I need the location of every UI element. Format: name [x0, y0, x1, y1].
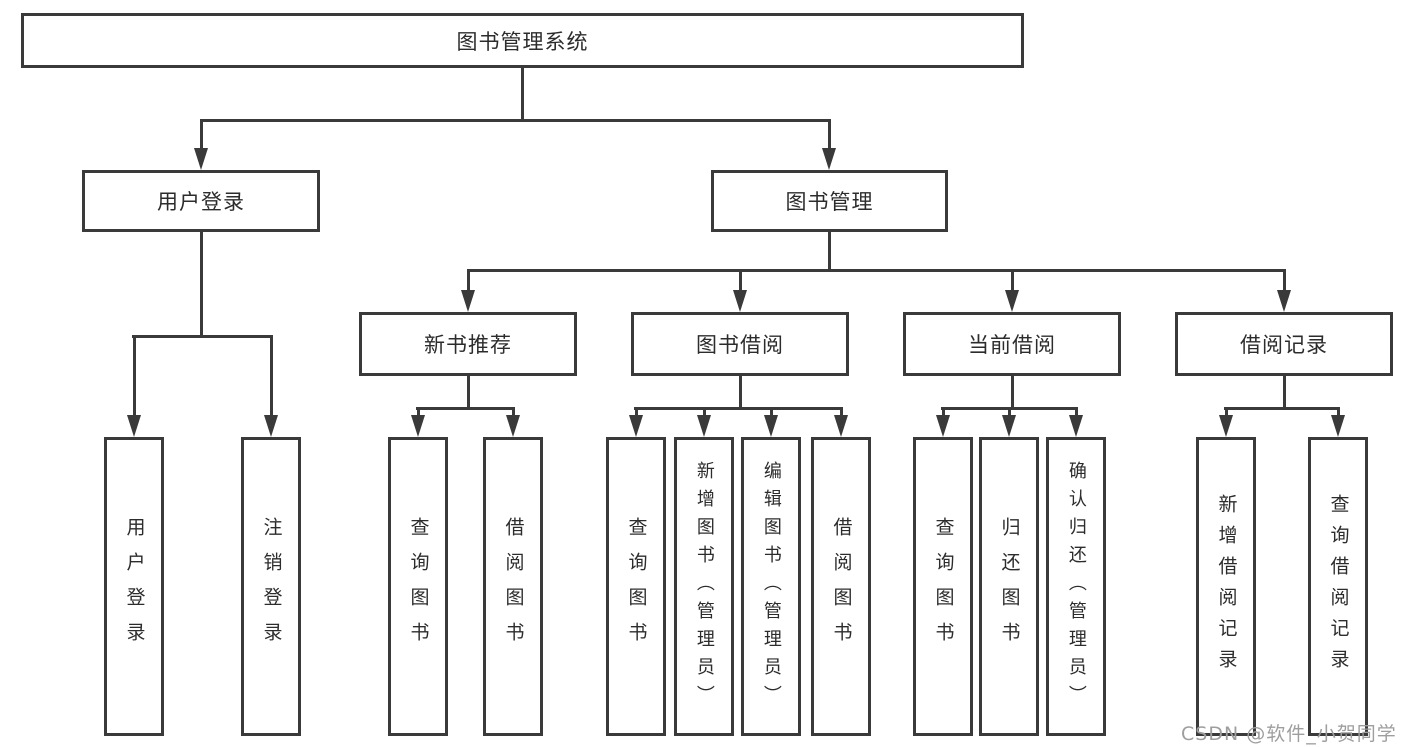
connector-stem-borrow-records — [1283, 374, 1286, 409]
leaf-add-borrow-record: 新增借阅记录 — [1196, 437, 1256, 736]
node-label: 图书管理 — [785, 190, 874, 214]
arrow-shaft — [200, 119, 203, 155]
leaf-label: 查询借阅记录 — [1327, 493, 1350, 680]
arrow-shaft — [703, 407, 706, 422]
arrow-shaft — [512, 407, 515, 422]
node-label: 图书管理系统 — [456, 29, 589, 54]
leaf-label: 查询图书 — [932, 516, 955, 657]
connector-branch-borrow-records — [1224, 407, 1340, 410]
leaf-borrow-books: 借阅图书 — [483, 437, 543, 736]
node-label: 用户登录 — [157, 190, 245, 214]
leaf-label: 归还图书 — [998, 516, 1021, 657]
arrow-down-icon — [822, 148, 836, 170]
arrow-shaft — [942, 407, 945, 422]
node-borrow-records: 借阅记录 — [1175, 312, 1393, 376]
arrow-down-icon — [936, 415, 950, 437]
leaf-label: 新增借阅记录 — [1215, 493, 1238, 680]
arrow-shaft — [1225, 407, 1228, 422]
connector-stem-book-management — [828, 230, 831, 271]
leaf-label: 查询图书 — [407, 516, 430, 657]
arrow-down-icon — [1002, 415, 1016, 437]
connector-stem-book-borrow — [739, 374, 742, 409]
arrow-down-icon — [697, 415, 711, 437]
leaf-label: 编辑图书（管理员） — [760, 460, 782, 713]
leaf-query-books: 查询图书 — [606, 437, 666, 736]
arrow-shaft — [270, 335, 273, 422]
leaf-borrow-books: 借阅图书 — [811, 437, 871, 736]
leaf-label: 借阅图书 — [502, 516, 525, 657]
connector-stem-root — [521, 66, 524, 122]
arrow-down-icon — [1069, 415, 1083, 437]
arrow-down-icon — [1331, 415, 1345, 437]
connector-branch-book-management — [467, 269, 1285, 272]
arrow-shaft — [828, 119, 831, 155]
leaf-label: 用户登录 — [123, 516, 146, 657]
arrow-shaft — [739, 269, 742, 297]
arrow-down-icon — [264, 415, 278, 437]
arrow-shaft — [133, 335, 136, 422]
arrow-down-icon — [127, 415, 141, 437]
node-book-borrow: 图书借阅 — [631, 312, 849, 376]
arrow-down-icon — [1005, 290, 1019, 312]
node-label: 新书推荐 — [424, 333, 512, 357]
connector-stem-current-borrow — [1011, 374, 1014, 409]
leaf-add-book-admin: 新增图书（管理员） — [674, 437, 734, 736]
node-label: 借阅记录 — [1240, 333, 1328, 357]
node-label: 图书借阅 — [696, 333, 784, 357]
leaf-confirm-return-admin: 确认归还（管理员） — [1046, 437, 1106, 736]
leaf-label: 新增图书（管理员） — [693, 460, 715, 713]
arrow-down-icon — [506, 415, 520, 437]
arrow-shaft — [467, 269, 470, 297]
arrow-shaft — [770, 407, 773, 422]
arrow-shaft — [1008, 407, 1011, 422]
connector-branch-new-book-rec — [416, 407, 515, 410]
arrow-shaft — [840, 407, 843, 422]
arrow-down-icon — [194, 148, 208, 170]
node-book-management: 图书管理 — [711, 170, 948, 232]
node-new-book-recommend: 新书推荐 — [359, 312, 577, 376]
arrow-shaft — [1283, 269, 1286, 297]
arrow-down-icon — [629, 415, 643, 437]
leaf-label: 查询图书 — [625, 516, 648, 657]
arrow-shaft — [1337, 407, 1340, 422]
arrow-shaft — [635, 407, 638, 422]
connector-stem-user-login — [200, 230, 203, 337]
csdn-watermark: CSDN @软件_小贺同学 — [1181, 723, 1397, 745]
arrow-down-icon — [1219, 415, 1233, 437]
leaf-logout: 注销登录 — [241, 437, 301, 736]
arrow-shaft — [1075, 407, 1078, 422]
node-library-management-system: 图书管理系统 — [21, 13, 1024, 68]
connector-stem-new-book-rec — [467, 374, 470, 409]
leaf-label: 确认归还（管理员） — [1065, 460, 1087, 713]
arrow-down-icon — [411, 415, 425, 437]
node-current-borrow: 当前借阅 — [903, 312, 1121, 376]
arrow-down-icon — [834, 415, 848, 437]
arrow-down-icon — [1277, 290, 1291, 312]
connector-branch-user-login — [132, 335, 273, 338]
node-label: 当前借阅 — [968, 333, 1056, 357]
leaf-edit-book-admin: 编辑图书（管理员） — [741, 437, 801, 736]
arrow-down-icon — [764, 415, 778, 437]
arrow-down-icon — [461, 290, 475, 312]
connector-branch-book-borrow — [634, 407, 843, 410]
node-user-login: 用户登录 — [82, 170, 320, 232]
leaf-query-books: 查询图书 — [388, 437, 448, 736]
leaf-query-borrow-record: 查询借阅记录 — [1308, 437, 1368, 736]
connector-branch-root — [200, 119, 831, 122]
leaf-label: 借阅图书 — [830, 516, 853, 657]
arrow-down-icon — [733, 290, 747, 312]
leaf-query-books: 查询图书 — [913, 437, 973, 736]
leaf-user-login: 用户登录 — [104, 437, 164, 736]
leaf-return-books: 归还图书 — [979, 437, 1039, 736]
arrow-shaft — [417, 407, 420, 422]
leaf-label: 注销登录 — [260, 516, 283, 657]
arrow-shaft — [1011, 269, 1014, 297]
